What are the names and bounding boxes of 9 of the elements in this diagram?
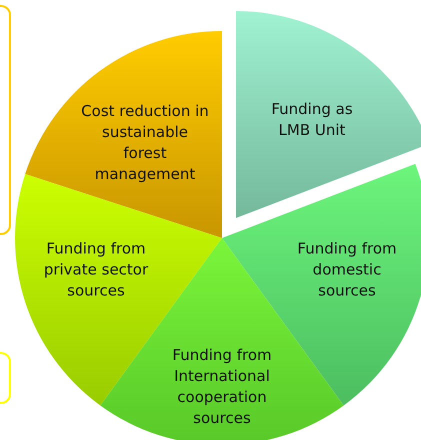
pie-segment bbox=[235, 11, 421, 218]
segment-label: Funding from International cooperation sources bbox=[171, 345, 273, 429]
pie-segment bbox=[25, 31, 222, 238]
segment-label: Funding from domestic sources bbox=[296, 238, 398, 302]
outline-box bbox=[0, 352, 11, 404]
segment-label: Cost reduction in sustainable forest management bbox=[81, 101, 209, 185]
segment-label: Funding as LMB Unit bbox=[270, 99, 354, 141]
outline-box bbox=[0, 5, 11, 235]
segment-label: Funding from private sector sources bbox=[42, 238, 150, 302]
